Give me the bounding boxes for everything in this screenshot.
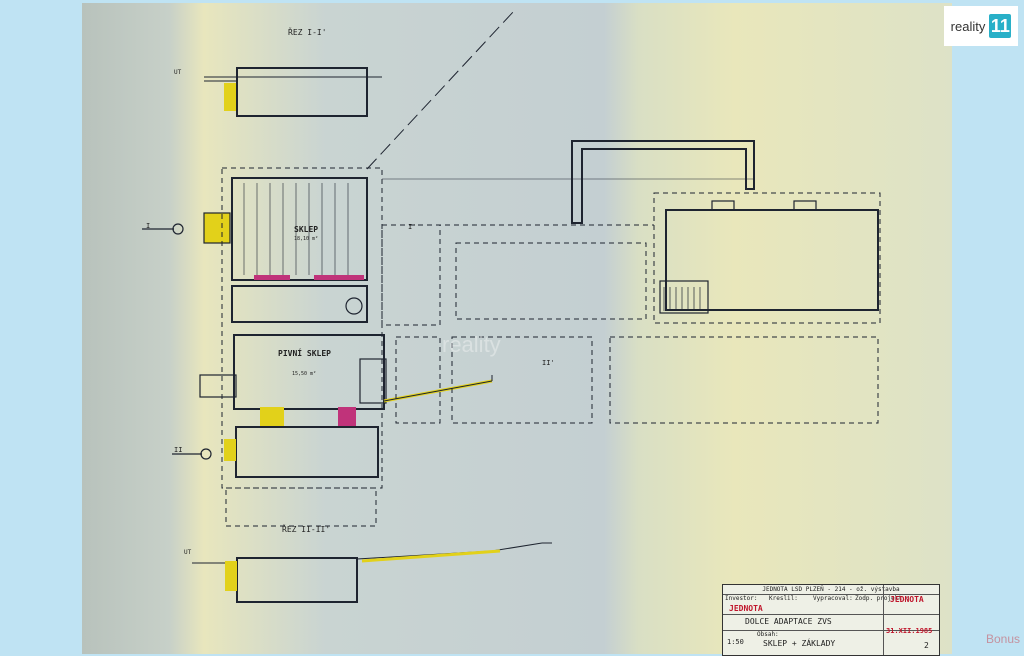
title-block-header: JEDNOTA LSD PLZEŇ - 214 - ož. výstavba <box>723 585 939 595</box>
room-label-pivni: PIVNÍ SKLEP <box>278 349 331 358</box>
room-area-sklep: 18,10 m² <box>294 236 319 242</box>
watermark-bonus: Bonus <box>985 632 1020 646</box>
title-block: JEDNOTA LSD PLZEŇ - 214 - ož. výstavba I… <box>722 584 940 656</box>
stamp-date: 31.XII.1985 <box>886 627 933 635</box>
project-name: DOLCE ADAPTACE ZVS <box>745 617 832 626</box>
ut-label-top: UT <box>174 69 182 76</box>
stamp-left: JEDNOTA <box>729 604 763 613</box>
floor-plan-drawing <box>142 10 881 603</box>
stamp-right: JEDNOTA <box>890 595 924 604</box>
content-label: Obsah: <box>757 631 779 638</box>
section-marker-i2: I' <box>408 223 417 231</box>
name-zodp: Zodp. projekt.: <box>855 595 910 602</box>
section-title-top: ŘEZ I-I' <box>288 28 327 37</box>
section-marker-i: I <box>146 222 151 230</box>
watermark-overlay: reality <box>442 332 501 357</box>
scale-value: 1:50 <box>727 638 744 646</box>
stamp-right-box: JEDNOTA 31.XII.1985 2 <box>883 585 940 655</box>
section-marker-ii2: II' <box>542 359 555 367</box>
logo-badge-icon: 11 <box>989 14 1012 38</box>
drawing-sheet: ŘEZ I-I' ŘEZ II-II' SKLEP 18,10 m² PIVNÍ… <box>82 3 952 654</box>
section-marker-ii: II <box>174 446 183 454</box>
content-value: SKLEP + ZÁKLADY <box>763 639 836 648</box>
name-kreslil: Kreslil: <box>769 595 798 602</box>
room-label-sklep: SKLEP <box>294 225 319 234</box>
section-title-bottom: ŘEZ II-II' <box>282 525 331 534</box>
ut-label-bottom: UT <box>184 549 192 556</box>
name-investor: Investor: <box>725 595 758 602</box>
reality-logo[interactable]: reality 11 <box>944 6 1018 46</box>
logo-text: reality <box>950 18 986 34</box>
room-area-pivni: 15,50 m² <box>292 371 317 377</box>
sheet-number: 2 <box>924 641 929 650</box>
name-vypracoval: Vypracoval: <box>813 595 853 602</box>
